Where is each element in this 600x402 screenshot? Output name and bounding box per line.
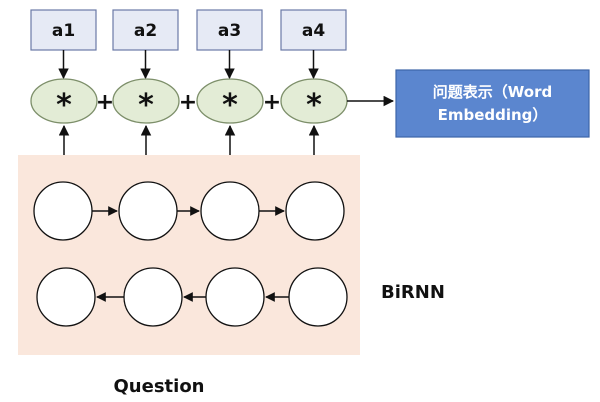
forward-rnn-cell <box>118 181 178 241</box>
multiply-node-1: * <box>30 78 98 124</box>
plus-sign-3: + <box>263 90 281 115</box>
weight-box-a1: a1 <box>30 9 97 51</box>
plus-sign-2: + <box>179 90 197 115</box>
forward-rnn-cell <box>33 181 93 241</box>
output-label-line1: 问题表示（Word <box>433 83 552 101</box>
multiply-node-4: * <box>280 78 348 124</box>
backward-rnn-cell <box>123 267 183 327</box>
output-box: 问题表示（Word Embedding） <box>395 69 590 138</box>
weight-label-a1: a1 <box>52 21 75 41</box>
weight-label-a2: a2 <box>134 21 157 41</box>
plus-sign-1: + <box>96 90 114 115</box>
multiply-symbol: * <box>56 88 72 123</box>
weight-label-a4: a4 <box>302 21 325 41</box>
weight-label-a3: a3 <box>218 21 241 41</box>
multiply-node-2: * <box>112 78 180 124</box>
output-label-line2: Embedding） <box>438 106 548 124</box>
backward-rnn-cell <box>205 267 265 327</box>
multiply-symbol: * <box>138 88 154 123</box>
backward-rnn-cell <box>288 267 348 327</box>
birnn-label: BiRNN <box>381 282 445 303</box>
question-label: Question <box>114 376 205 397</box>
forward-rnn-cell <box>200 181 260 241</box>
multiply-symbol: * <box>222 88 238 123</box>
backward-rnn-cell <box>36 267 96 327</box>
weight-box-a2: a2 <box>112 9 179 51</box>
multiply-symbol: * <box>306 88 322 123</box>
forward-rnn-cell <box>285 181 345 241</box>
multiply-node-3: * <box>196 78 264 124</box>
weight-box-a3: a3 <box>196 9 263 51</box>
weight-box-a4: a4 <box>280 9 347 51</box>
